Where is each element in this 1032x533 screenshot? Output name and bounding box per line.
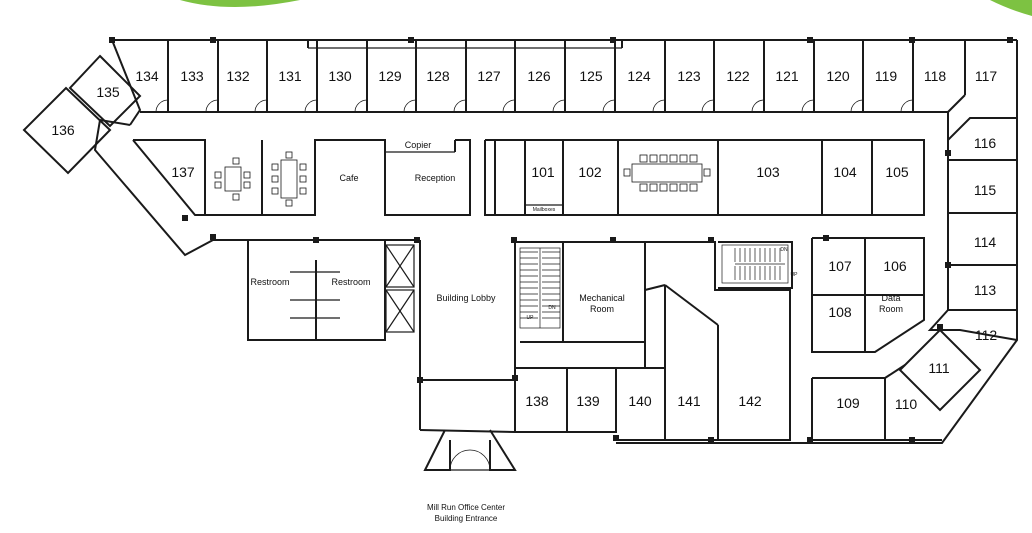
room-106-label[interactable]: 106 — [883, 258, 907, 274]
room-113-label[interactable]: 113 — [974, 282, 997, 298]
room-109-label[interactable]: 109 — [836, 395, 860, 411]
copier-label: Copier — [405, 140, 432, 150]
room-135-label[interactable]: 135 — [96, 84, 120, 100]
stairwell-central — [519, 247, 561, 329]
room-136-label[interactable]: 136 — [51, 122, 75, 138]
room-140-label[interactable]: 140 — [628, 393, 652, 409]
stair-dn-label: DN — [548, 305, 556, 311]
room-131-label[interactable]: 131 — [278, 68, 302, 84]
room-105-label[interactable]: 105 — [885, 164, 909, 180]
room-117-label[interactable]: 117 — [975, 68, 998, 84]
room-134-label[interactable]: 134 — [135, 68, 159, 84]
room-102-label[interactable]: 102 — [578, 164, 602, 180]
mechanical-room-label-2: Room — [590, 304, 614, 314]
room-labels: 134 133 132 131 130 129 128 127 126 125 124 123 122 1… — [51, 68, 997, 412]
reception-label: Reception — [415, 173, 456, 183]
room-126-label[interactable]: 126 — [527, 68, 551, 84]
cafe-label: Cafe — [339, 173, 358, 183]
stairwell-right — [721, 244, 789, 284]
room-104-label[interactable]: 104 — [833, 164, 857, 180]
room-124-label[interactable]: 124 — [627, 68, 651, 84]
room-129-label[interactable]: 129 — [378, 68, 402, 84]
restroom-right-label: Restroom — [331, 277, 370, 287]
data-room-label-1: Data — [881, 293, 900, 303]
room-122-label[interactable]: 122 — [726, 68, 750, 84]
room-125-label[interactable]: 125 — [579, 68, 603, 84]
room-130-label[interactable]: 130 — [328, 68, 352, 84]
conference-table-103 — [623, 154, 711, 192]
room-114-label[interactable]: 114 — [974, 234, 997, 250]
room-132-label[interactable]: 132 — [226, 68, 250, 84]
entrance-vestibule — [423, 429, 517, 471]
room-120-label[interactable]: 120 — [826, 68, 850, 84]
room-141-label[interactable]: 141 — [677, 393, 701, 409]
room-121-label[interactable]: 121 — [775, 68, 799, 84]
room-111-label[interactable]: 111 — [928, 360, 949, 376]
walls — [22, 39, 1018, 444]
data-room-label-2: Room — [879, 304, 903, 314]
mechanical-room-label-1: Mechanical — [579, 293, 625, 303]
room-127-label[interactable]: 127 — [477, 68, 501, 84]
room-133-label[interactable]: 133 — [180, 68, 204, 84]
brand-swoosh-right — [990, 0, 1032, 16]
room-103-label[interactable]: 103 — [756, 164, 780, 180]
columns — [109, 37, 1013, 443]
room-107-label[interactable]: 107 — [828, 258, 852, 274]
room-115-label[interactable]: 115 — [974, 182, 997, 198]
room-119-label[interactable]: 119 — [875, 68, 898, 84]
entrance-caption-line1: Mill Run Office Center — [427, 503, 505, 512]
room-116-label[interactable]: 116 — [974, 135, 997, 151]
room-138-label[interactable]: 138 — [525, 393, 549, 409]
stair-up-label: UP — [527, 315, 535, 321]
room-112-label[interactable]: 112 — [975, 327, 998, 343]
entrance-caption-line2: Building Entrance — [435, 514, 498, 523]
building-lobby-label: Building Lobby — [436, 293, 496, 303]
room-123-label[interactable]: 123 — [677, 68, 701, 84]
brand-swoosh-left — [180, 0, 300, 7]
restroom-left-label: Restroom — [250, 277, 289, 287]
room-118-label[interactable]: 118 — [924, 68, 947, 84]
room-142-label[interactable]: 142 — [738, 393, 762, 409]
stair-dn-label-right: DN — [780, 247, 788, 253]
room-139-label[interactable]: 139 — [576, 393, 600, 409]
room-128-label[interactable]: 128 — [426, 68, 450, 84]
room-137-label[interactable]: 137 — [171, 164, 195, 180]
mailboxes-label: Mailboxes — [533, 207, 556, 213]
room-101-label[interactable]: 101 — [531, 164, 555, 180]
stair-up-label-right: UP — [791, 272, 799, 278]
table-small-left — [214, 151, 307, 207]
room-108-label[interactable]: 108 — [828, 304, 852, 320]
room-110-label[interactable]: 110 — [895, 396, 918, 412]
